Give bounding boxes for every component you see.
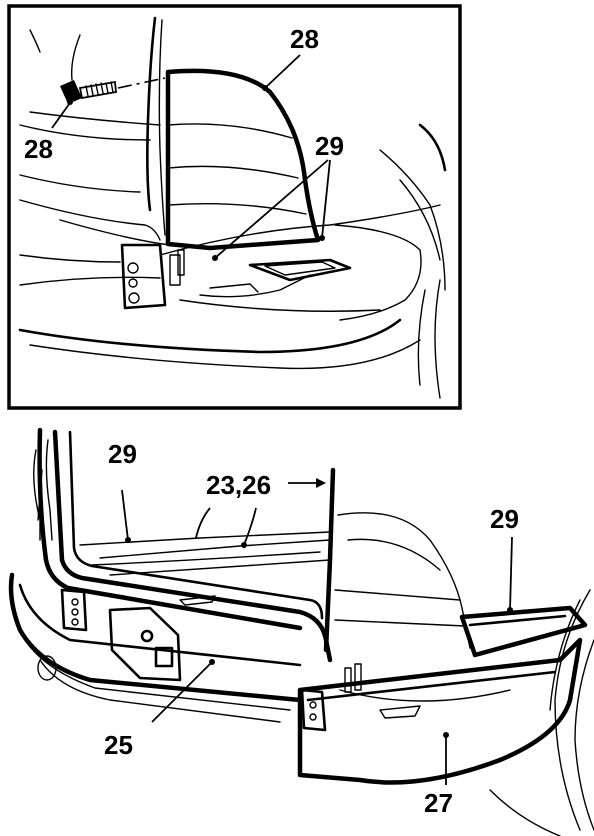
detail-body-lines bbox=[18, 16, 447, 399]
leader-dot-left-strip bbox=[125, 537, 131, 543]
detail-bolt bbox=[60, 77, 166, 104]
main-rear-lamp bbox=[334, 512, 471, 649]
leader-dot-lower-trim bbox=[443, 732, 449, 738]
detail-bracket bbox=[120, 243, 185, 310]
leader-dot-clip-a bbox=[212, 255, 218, 261]
callout-main-lower-trim: 27 bbox=[424, 788, 453, 818]
callout-main-right-strip: 29 bbox=[490, 504, 519, 534]
callout-detail-clip: 29 bbox=[315, 131, 344, 161]
leader-floor-b bbox=[243, 507, 257, 546]
main-wheel-arc bbox=[489, 589, 594, 836]
callout-main-floor-panel: 23,26 bbox=[206, 470, 271, 500]
detail-clip-tray bbox=[199, 258, 352, 298]
detail-frame bbox=[7, 4, 462, 410]
main-tailgate-frame bbox=[33, 427, 336, 663]
leader-left-strip bbox=[121, 489, 129, 541]
leader-dot-clip-b bbox=[319, 235, 325, 241]
main-lower-trim bbox=[297, 637, 583, 785]
callout-main-left-strip: 29 bbox=[108, 439, 137, 469]
leader-floor-a bbox=[195, 507, 211, 539]
main-view: 29 23,26 29 25 27 bbox=[8, 427, 594, 836]
detail-view: 28 28 29 bbox=[7, 4, 462, 410]
leader-clip-b bbox=[321, 159, 331, 239]
leader-dot-bumper bbox=[209, 659, 215, 665]
leader-dot-floor bbox=[241, 542, 247, 548]
leader-dot-panel bbox=[262, 85, 268, 91]
leader-dot-right-strip bbox=[507, 607, 513, 613]
detail-rear-lamp-panel bbox=[165, 68, 321, 251]
leader-floor-arrowhead bbox=[316, 478, 326, 488]
main-bumper bbox=[8, 572, 303, 723]
main-right-strip bbox=[459, 605, 588, 658]
leader-panel bbox=[264, 54, 301, 89]
leader-clip-a bbox=[214, 159, 329, 259]
leader-dot-bolt bbox=[67, 99, 73, 105]
callout-main-bumper: 25 bbox=[104, 730, 133, 760]
leader-bumper bbox=[151, 661, 213, 723]
main-cargo-floor bbox=[79, 531, 331, 606]
callout-detail-bolt: 28 bbox=[24, 134, 53, 164]
leader-right-strip bbox=[509, 536, 513, 611]
callout-detail-panel: 28 bbox=[290, 24, 319, 54]
